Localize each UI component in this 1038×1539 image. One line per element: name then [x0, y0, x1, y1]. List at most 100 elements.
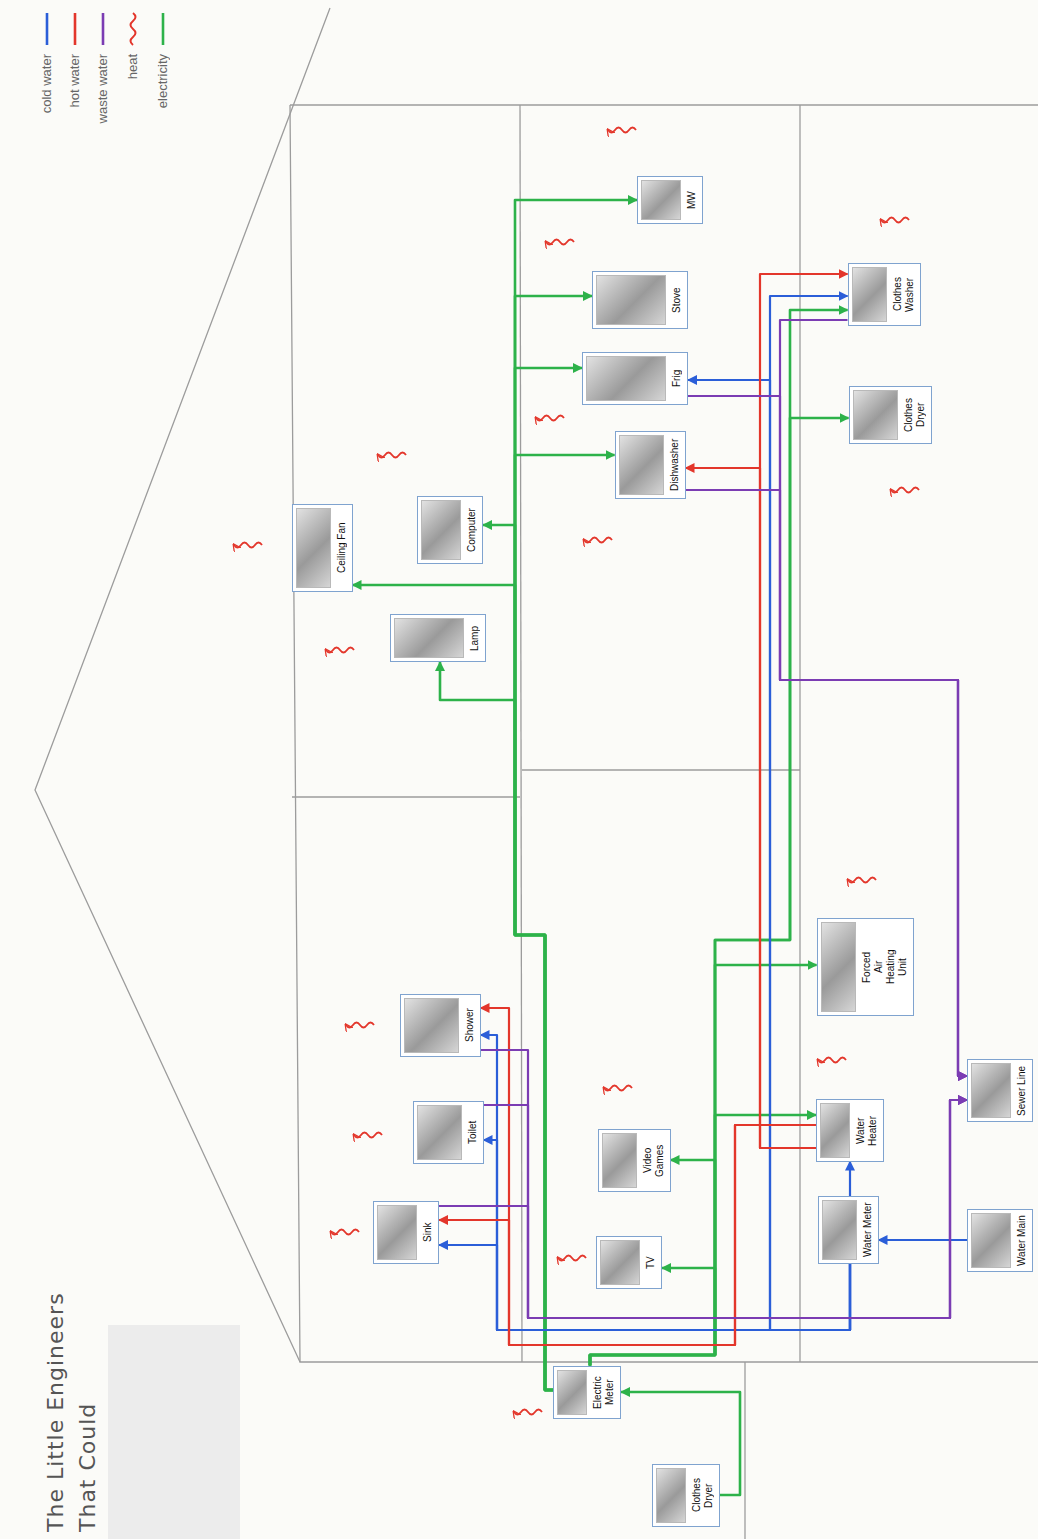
flow-line [760, 274, 848, 1148]
flow-line [515, 368, 582, 1390]
appliance-photo [600, 1240, 640, 1285]
heat-squiggle [891, 488, 919, 493]
appliance-photo [641, 180, 681, 220]
appliance-photo [853, 390, 898, 440]
appliance-card: Forced Air Heating Unit [817, 918, 914, 1016]
flow-line [484, 1100, 968, 1318]
legend-swatch [38, 10, 56, 48]
appliance-photo [557, 1370, 587, 1415]
legend-label: electricity [155, 54, 171, 108]
heat-squiggle [584, 538, 612, 543]
appliance-label: Clothes Washer [892, 267, 916, 322]
flow-line [686, 468, 817, 1148]
appliance-card: Dishwasher [615, 431, 686, 499]
heat-squiggle [881, 218, 909, 223]
appliance-photo [821, 922, 856, 1012]
flow-line [439, 1125, 816, 1345]
floor-line [520, 105, 522, 1362]
heat-squiggle [331, 1230, 359, 1235]
appliance-label: Computer [466, 500, 478, 560]
appliance-card: Sink [373, 1201, 439, 1264]
flow-line [481, 1008, 817, 1345]
room-divider [522, 769, 800, 770]
legend-label: cold water [39, 54, 55, 113]
appliance-photo [296, 508, 331, 588]
appliance-label: Toilet [467, 1105, 479, 1160]
poster-title: The Little Engineers That Could [40, 1242, 104, 1532]
appliance-card: Computer [417, 496, 483, 564]
appliance-card: Clothes Dryer [652, 1464, 720, 1527]
appliance-card: Clothes Washer [848, 263, 921, 326]
appliance-card: Clothes Dryer [849, 386, 932, 444]
appliance-photo [822, 1200, 857, 1260]
heat-squiggle [604, 1086, 632, 1091]
heat-squiggle [326, 648, 354, 653]
appliance-label: Water Meter [862, 1200, 874, 1260]
heat-squiggle [378, 453, 406, 458]
appliance-label: Dishwasher [669, 435, 681, 495]
appliance-card: TV [596, 1236, 662, 1289]
appliance-label: MW [686, 180, 698, 220]
heat-squiggle [848, 878, 876, 883]
appliance-label: Clothes Dryer [903, 390, 927, 440]
legend-swatch [66, 10, 84, 48]
appliance-label: Shower [464, 998, 476, 1053]
appliance-photo [656, 1468, 686, 1523]
flow-line [590, 965, 817, 1366]
appliance-card: Toilet [413, 1101, 484, 1164]
appliance-photo [394, 618, 464, 658]
redaction-patch [108, 1325, 240, 1539]
heat-squiggle [346, 1023, 374, 1028]
heat-squiggle [558, 1256, 586, 1261]
heat-squiggle [234, 543, 262, 548]
legend-swatch [124, 10, 142, 48]
appliance-card: Electric Meter [553, 1366, 621, 1419]
flow-line [780, 320, 967, 1076]
appliance-photo [971, 1063, 1011, 1118]
legend-swatch [94, 10, 112, 48]
appliance-label: Water Heater [855, 1103, 879, 1158]
appliance-label: Sink [422, 1205, 434, 1260]
legend-label: hot water [67, 54, 83, 107]
heat-squiggle [608, 128, 636, 133]
flow-line [353, 585, 554, 1390]
flow-line [483, 525, 553, 1390]
appliance-label: Ceiling Fan [336, 508, 348, 588]
appliance-label: Stove [671, 275, 683, 325]
wall-line [290, 105, 1038, 1362]
appliance-photo [421, 500, 461, 560]
heat-squiggle [536, 416, 564, 421]
heat-squiggle [818, 1058, 846, 1063]
appliance-photo [852, 267, 887, 322]
flow-line [849, 1162, 851, 1197]
legend-label: heat [125, 54, 141, 79]
legend-swatch [154, 10, 172, 48]
appliance-card: Water Heater [816, 1099, 884, 1162]
wall-line [290, 104, 1038, 105]
flow-line [879, 1239, 968, 1241]
appliance-label: Video Games [642, 1133, 666, 1188]
ground-line [744, 1362, 745, 1539]
flow-line [481, 1035, 851, 1330]
appliance-card: Water Main [967, 1209, 1033, 1272]
appliance-card: Water Meter [818, 1196, 879, 1264]
appliance-photo [820, 1103, 850, 1158]
appliance-label: Sewer Line [1016, 1063, 1028, 1118]
appliance-label: Electric Meter [592, 1370, 616, 1415]
flow-line [439, 1100, 967, 1318]
appliance-label: TV [645, 1240, 657, 1285]
flow-line [481, 1050, 968, 1318]
appliance-photo [971, 1213, 1011, 1268]
heat-squiggle [546, 240, 574, 245]
appliance-photo [596, 275, 666, 325]
appliance-label: Water Main [1016, 1213, 1028, 1268]
appliance-label: Lamp [469, 618, 481, 658]
flow-line [686, 490, 968, 1076]
flow-line [590, 1115, 816, 1366]
appliance-card: MW [637, 176, 703, 224]
flow-line [590, 418, 849, 1366]
appliance-card: Ceiling Fan [292, 504, 353, 592]
room-divider [292, 796, 520, 797]
